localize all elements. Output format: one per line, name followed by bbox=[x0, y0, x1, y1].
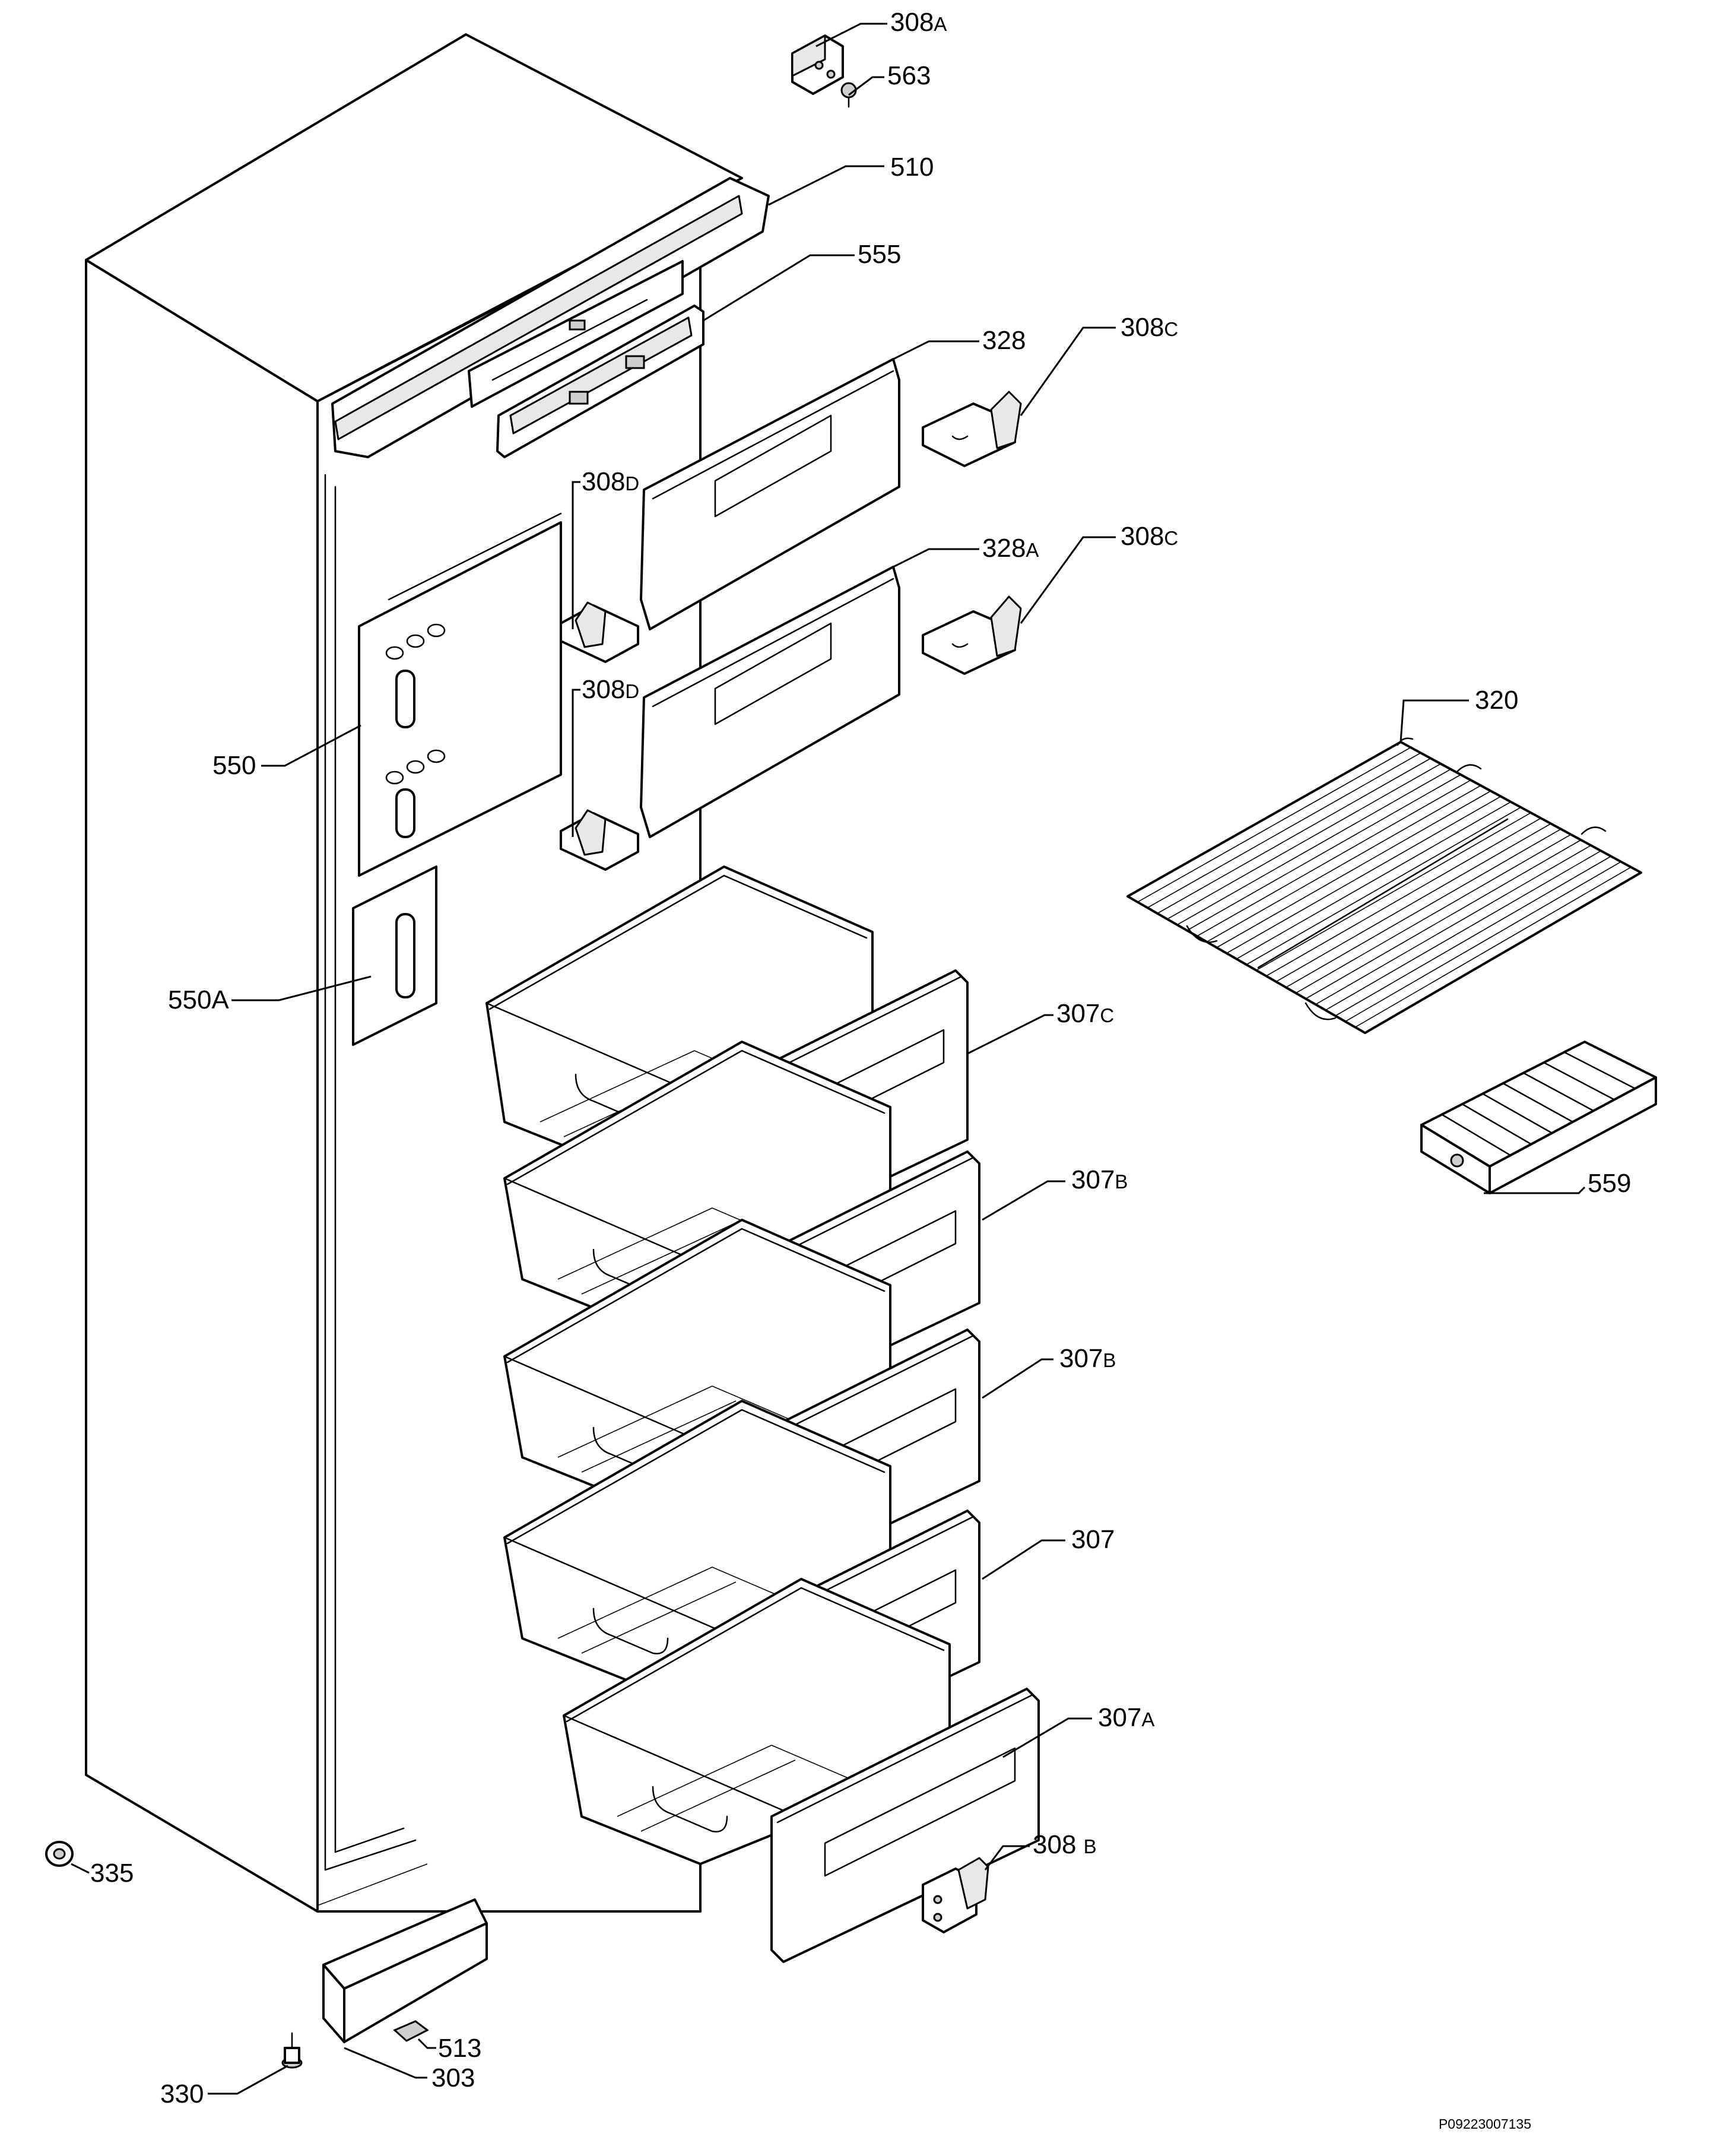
part-308d-hinge-bottom bbox=[560, 809, 639, 871]
callout-labels: 308A 563 510 555 328 308C 308D 328A 308C… bbox=[90, 8, 1631, 2109]
part-307a-drawer bbox=[563, 1578, 1040, 1963]
part-559-ice-tray bbox=[1420, 1041, 1657, 1194]
callout-559: 559 bbox=[1588, 1169, 1631, 1198]
callout-563: 563 bbox=[887, 61, 931, 90]
leader-lines bbox=[71, 23, 1586, 2095]
callout-308c-bottom: 308C bbox=[1121, 522, 1178, 551]
part-550-side-panel bbox=[358, 512, 562, 877]
callout-307a: 307A bbox=[1098, 1703, 1154, 1732]
part-510-control-panel bbox=[331, 177, 770, 458]
callout-307c: 307C bbox=[1056, 999, 1114, 1028]
part-513-clip bbox=[393, 2020, 429, 2042]
part-308d-hinge-top bbox=[560, 601, 639, 663]
callout-308c-top: 308C bbox=[1121, 313, 1178, 342]
part-308a-top-hinge bbox=[791, 34, 844, 95]
callout-308a: 308A bbox=[890, 8, 947, 37]
part-303-plinth bbox=[322, 1898, 488, 2043]
part-550a-side-panel bbox=[352, 865, 437, 1046]
part-320-wire-shelf bbox=[1126, 737, 1642, 1034]
callout-303: 303 bbox=[431, 2063, 475, 2092]
callout-330: 330 bbox=[160, 2079, 204, 2109]
part-308b-bottom-hinge bbox=[922, 1857, 989, 1933]
part-308c-hinge-top bbox=[922, 391, 1022, 467]
callout-510: 510 bbox=[890, 153, 934, 182]
callout-328: 328 bbox=[982, 326, 1026, 355]
callout-308d-top: 308D bbox=[582, 467, 639, 496]
callout-307b-upper: 307B bbox=[1071, 1165, 1128, 1194]
callout-320: 320 bbox=[1475, 686, 1518, 715]
part-308c-hinge-bottom bbox=[922, 595, 1022, 675]
part-330-adjustable-foot bbox=[281, 2032, 303, 2069]
callout-550a: 550A bbox=[168, 985, 229, 1014]
callout-550: 550 bbox=[212, 751, 256, 780]
part-335-cap bbox=[45, 1841, 74, 1867]
callout-308b: 308 B bbox=[1033, 1830, 1097, 1859]
part-555-display-panel bbox=[496, 305, 704, 458]
callout-307: 307 bbox=[1071, 1525, 1115, 1554]
callout-307b-lower: 307B bbox=[1059, 1344, 1116, 1373]
callout-308d-bottom: 308D bbox=[582, 675, 639, 704]
callout-328a: 328A bbox=[982, 534, 1039, 563]
drawing-code: P09223007135 bbox=[1439, 2116, 1531, 2132]
callout-513: 513 bbox=[438, 2034, 481, 2063]
callout-335: 335 bbox=[90, 1859, 134, 1888]
callout-555: 555 bbox=[858, 240, 901, 269]
